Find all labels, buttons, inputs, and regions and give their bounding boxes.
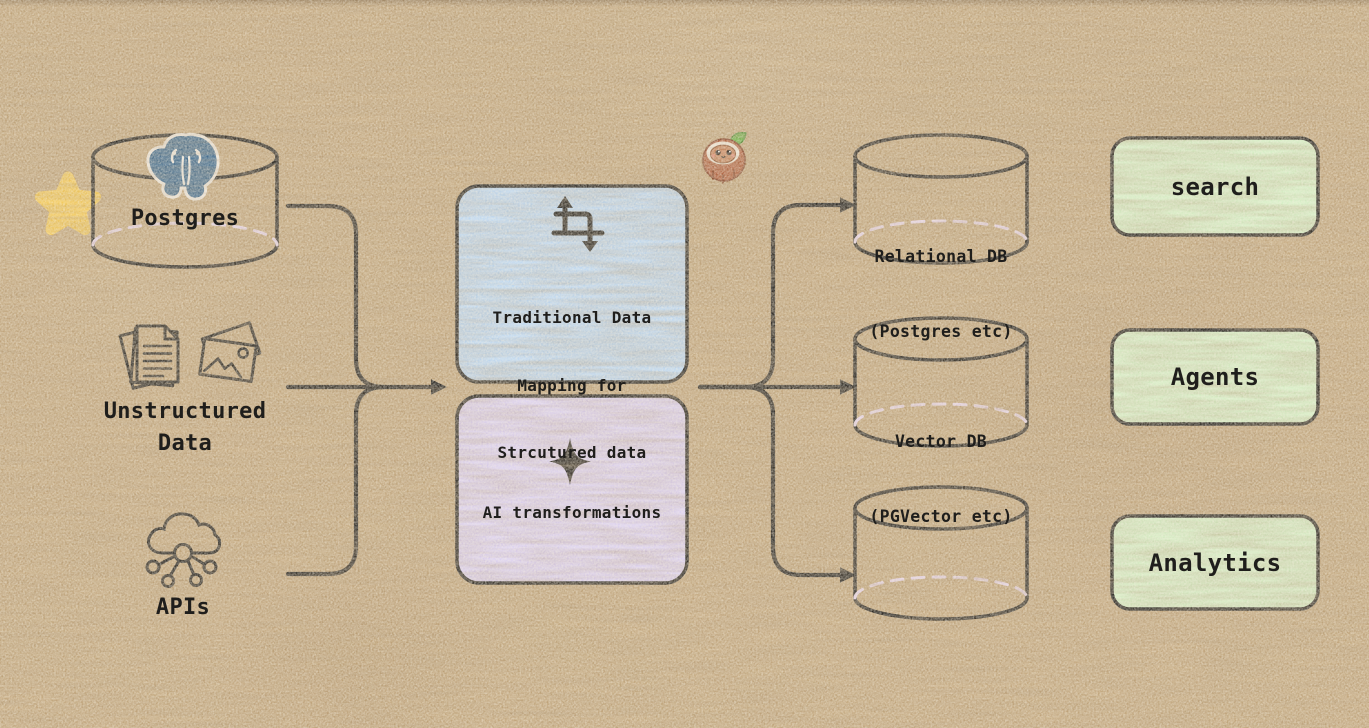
relational-db-cylinder	[853, 133, 1029, 265]
star-icon	[34, 171, 102, 235]
documents-stack-icon	[118, 324, 180, 390]
photos-stack-icon	[198, 321, 262, 383]
search-box	[1110, 136, 1320, 237]
agents-box	[1110, 328, 1320, 426]
api-cloud-icon	[145, 512, 222, 588]
postgres-logo-icon	[146, 132, 220, 201]
coconut-mascot-icon	[702, 132, 747, 184]
split-connector-right	[697, 197, 856, 583]
merge-connector-left	[285, 203, 447, 577]
analytics-box	[1110, 514, 1320, 611]
ai-transformations-box	[455, 394, 689, 585]
spare-db-cylinder	[853, 485, 1029, 621]
vector-db-cylinder	[853, 316, 1029, 448]
